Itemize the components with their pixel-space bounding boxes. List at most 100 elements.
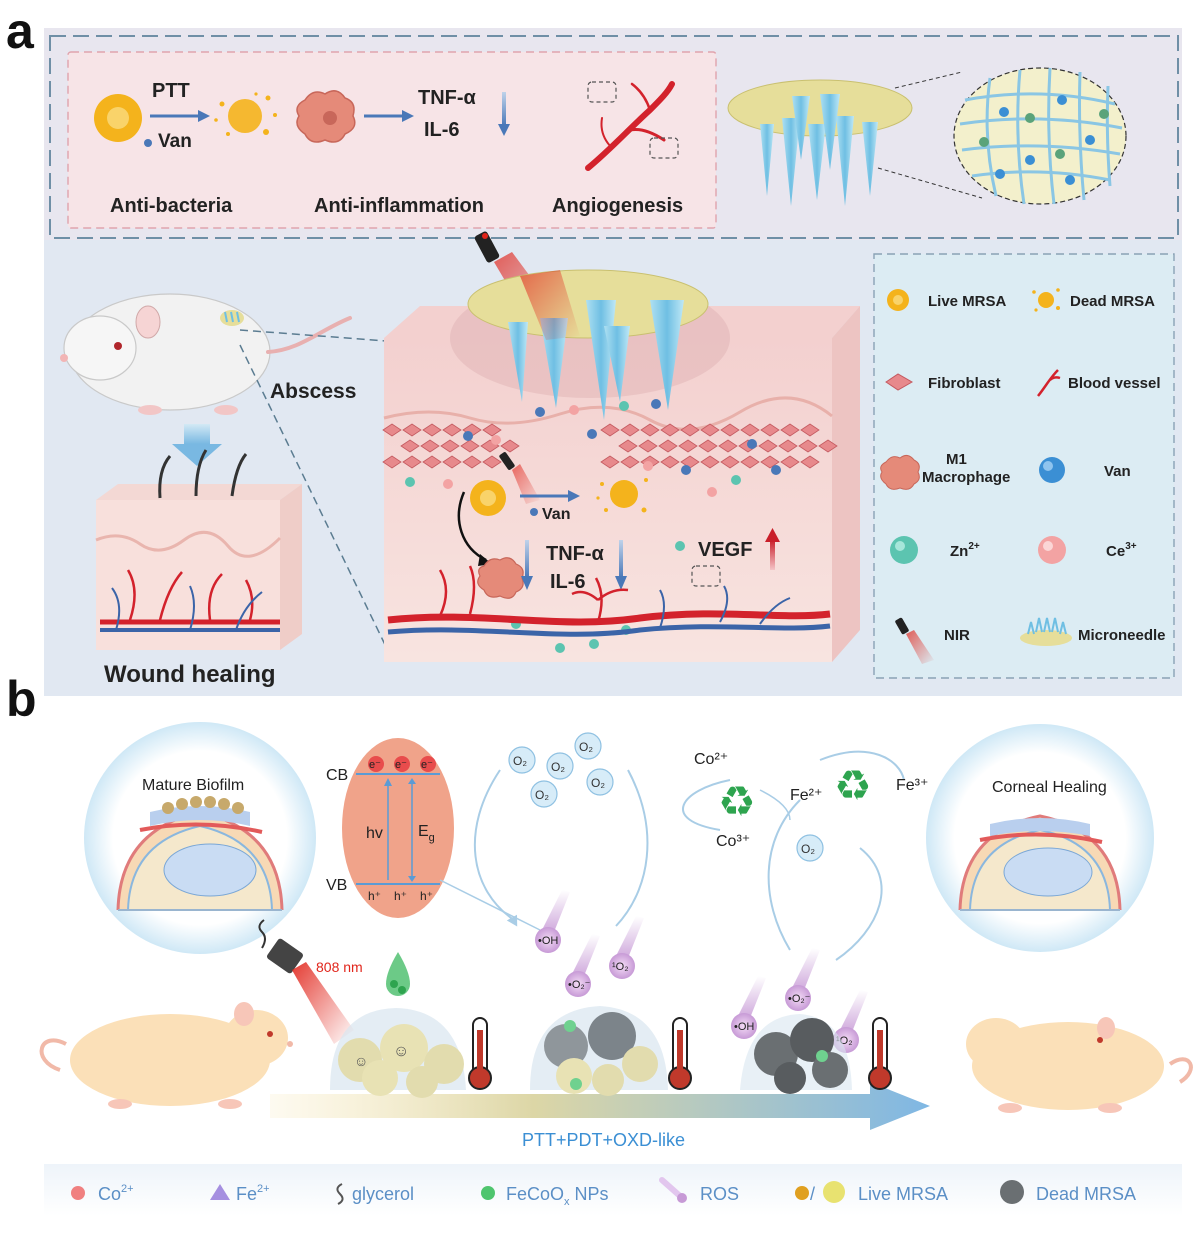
co3-label: Co³⁺ xyxy=(716,833,750,850)
fibroblast-cell xyxy=(420,439,440,453)
fibroblast-cell xyxy=(800,455,820,469)
legend-fecoo-tail: NPs xyxy=(570,1184,609,1204)
fibroblast-cell xyxy=(818,439,838,453)
legend-fe: Fe xyxy=(236,1184,257,1204)
process-label: PTT+PDT+OXD-like xyxy=(522,1130,685,1150)
fibroblast-cell xyxy=(700,455,720,469)
o2-bubble: O₂ xyxy=(574,732,602,760)
fibroblast-cell xyxy=(640,423,660,437)
svg-text:Co2+: Co2+ xyxy=(98,1183,134,1204)
eg-sub: g xyxy=(429,832,435,844)
o2-bubble: O₂ xyxy=(796,834,824,862)
legend-nir: NIR xyxy=(944,627,970,644)
fibroblast-cell xyxy=(482,423,502,437)
legend-a: Live MRSA Dead MRSA Fibroblast Blood ves… xyxy=(880,288,1166,664)
hv-label: hv xyxy=(366,825,383,842)
anti-inflammation-label: Anti-inflammation xyxy=(314,195,484,217)
legend-dead: Dead MRSA xyxy=(1036,1184,1136,1204)
ros-comets: •OH•O₂⁻¹O₂•OH•O₂⁻¹O₂ xyxy=(535,890,868,1053)
ros-comet: •O₂⁻ xyxy=(785,948,820,1011)
thermometer-icon xyxy=(668,1017,692,1090)
svg-text:O₂: O₂ xyxy=(579,740,593,754)
fibroblast-cell xyxy=(442,423,462,437)
legend-co-icon xyxy=(71,1186,85,1200)
legend-dead-icon xyxy=(1000,1180,1024,1204)
svg-text:O₂: O₂ xyxy=(801,842,815,856)
legend-live-mrsa: Live MRSA xyxy=(928,293,1007,310)
ptt-arrow-icon xyxy=(198,110,210,122)
recycle-icon-co: ♻ xyxy=(718,778,756,825)
ros-comet: ¹O₂ xyxy=(609,916,644,979)
eye-biofilm-icon xyxy=(116,796,284,911)
legend-ce: Ce xyxy=(1106,543,1125,560)
fibroblast-cell xyxy=(760,423,780,437)
legend-dead-mrsa: Dead MRSA xyxy=(1070,293,1155,310)
legend-ros: ROS xyxy=(700,1184,739,1204)
ion-particle xyxy=(643,461,653,471)
fibroblast-cell xyxy=(740,455,760,469)
fibroblast-cell xyxy=(600,455,620,469)
nir-laser-small-icon xyxy=(499,452,515,470)
fibroblast-cell xyxy=(718,439,738,453)
legend-fecoo-icon xyxy=(481,1186,495,1200)
legend-a-box xyxy=(873,253,1175,679)
svg-text:e⁻: e⁻ xyxy=(421,759,433,771)
fibroblast-cell xyxy=(720,423,740,437)
ion-particle xyxy=(589,639,599,649)
fibroblast-cell xyxy=(678,439,698,453)
van-label-top: Van xyxy=(158,131,192,152)
fibroblast-cell xyxy=(440,439,460,453)
panel-a-letter: a xyxy=(6,3,35,59)
eg-label: E xyxy=(418,823,429,840)
band-diagram xyxy=(342,738,454,918)
biofilm-dead-cluster xyxy=(740,1014,852,1094)
ion-particle xyxy=(587,429,597,439)
ion-particle xyxy=(535,407,545,417)
ros-comet: •O₂⁻ xyxy=(565,934,600,997)
corneal-healing-label: Corneal Healing xyxy=(992,779,1107,796)
ion-particle xyxy=(731,475,741,485)
fibroblast-cell xyxy=(382,423,402,437)
fibroblast-cell xyxy=(660,455,680,469)
legend-b-bar xyxy=(44,1164,1182,1216)
808nm-label: 808 nm xyxy=(316,959,363,975)
legend-live: Live MRSA xyxy=(858,1184,948,1204)
abscess-label: Abscess xyxy=(270,380,356,403)
legend-m1-line2: Macrophage xyxy=(922,469,1010,486)
holes: h⁺ h⁺ h⁺ xyxy=(368,889,433,903)
fibroblast-cell xyxy=(620,455,640,469)
fibroblast-cell xyxy=(720,455,740,469)
increase-arrow-icon xyxy=(765,528,780,542)
dead-mrsa-icon xyxy=(214,92,277,136)
legend-zn-sup: 2+ xyxy=(968,541,980,552)
fibroblast-cell xyxy=(442,455,462,469)
legend-ce-sup: 3+ xyxy=(1125,541,1137,552)
hydrogel-network-icon xyxy=(953,67,1127,205)
rat-illustration-a xyxy=(60,293,352,415)
fibroblast-cell xyxy=(620,423,640,437)
van-dot-icon xyxy=(144,139,152,147)
fibroblast-cell xyxy=(780,423,800,437)
legend-ros-icon xyxy=(659,1177,687,1203)
svg-text:•O₂⁻: •O₂⁻ xyxy=(788,993,811,1005)
svg-text:h⁺: h⁺ xyxy=(420,889,433,903)
inflammation-arrow-icon xyxy=(402,110,414,122)
legend-ce-icon xyxy=(1038,536,1066,564)
fibroblast-cell xyxy=(660,423,680,437)
legend-nir-icon xyxy=(895,617,909,635)
fibroblast-cell xyxy=(700,423,720,437)
biofilm-live-cluster: ☺ ☺ xyxy=(330,1008,466,1098)
ion-particle xyxy=(707,487,717,497)
fe3-label: Fe³⁺ xyxy=(896,777,928,794)
svg-text:☺: ☺ xyxy=(393,1043,409,1060)
ion-particle xyxy=(771,465,781,475)
svg-text:•O₂⁻: •O₂⁻ xyxy=(568,979,591,991)
legend-fe-sup: 2+ xyxy=(257,1183,270,1195)
fibroblast-cell xyxy=(798,439,818,453)
legend-fecoo-sub: x xyxy=(564,1196,570,1208)
panel-a-top-dashed-frame xyxy=(49,35,1179,239)
fibroblast-cell xyxy=(460,439,480,453)
legend-van: Van xyxy=(1104,463,1131,480)
thermometer-icon xyxy=(868,1017,892,1090)
